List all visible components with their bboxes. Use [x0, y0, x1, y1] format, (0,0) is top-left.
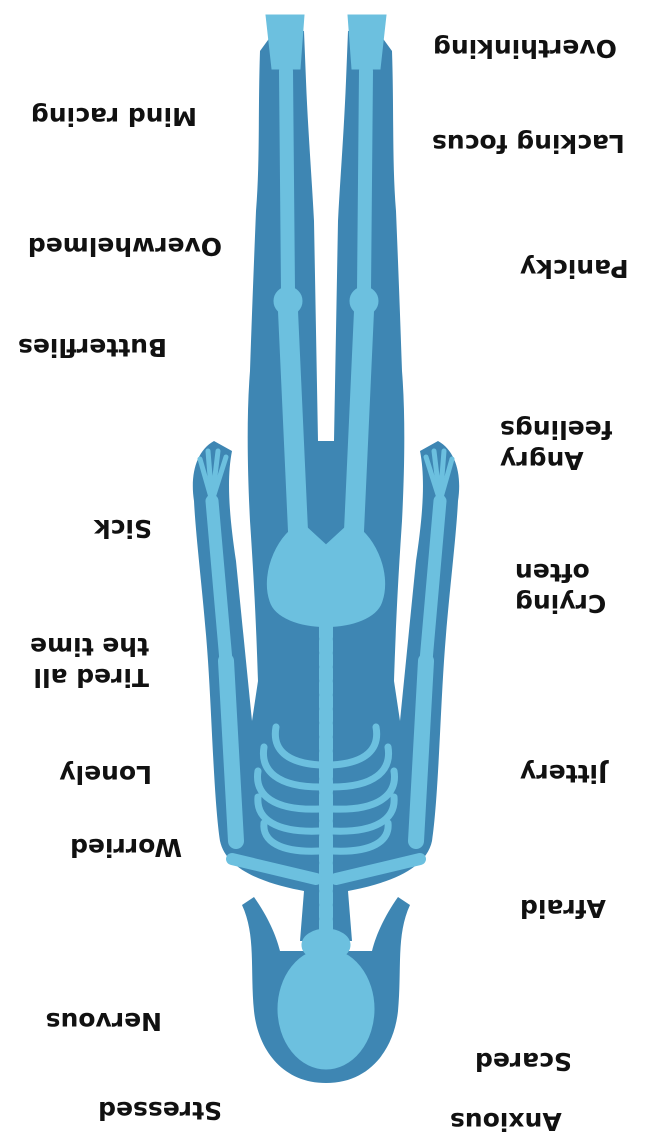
label-lonely: Lonely — [59, 760, 152, 789]
left-foot — [348, 15, 386, 69]
label-anxious: Anxious — [450, 1107, 562, 1136]
label-panicky: Panicky — [520, 254, 629, 283]
label-jittery: Jittery — [520, 759, 607, 788]
right-tibia — [286, 71, 288, 291]
label-mind-racing: Mind racing — [31, 102, 197, 131]
label-tired-line: Tired all the time — [30, 631, 149, 693]
label-overwhelmed: Overwhelmed — [28, 232, 222, 261]
label-angry-line: Angry feelings — [500, 414, 613, 476]
label-tired-all-the-time: Tired all the time — [30, 631, 149, 693]
skull — [278, 949, 374, 1069]
label-worried: Worried — [70, 833, 182, 862]
right-femur — [288, 311, 298, 531]
label-scared: Scared — [475, 1047, 572, 1076]
label-butterflies: Butterflies — [18, 333, 167, 362]
label-sick: Sick — [94, 514, 152, 543]
left-tibia — [364, 71, 366, 291]
label-angry-feelings: Angry feelings — [500, 414, 613, 476]
label-overthinking: Overthinking — [433, 34, 617, 63]
right-humerus — [226, 661, 236, 841]
right-foot — [266, 15, 304, 69]
label-stressed: Stressed — [98, 1096, 222, 1125]
left-humerus — [416, 661, 426, 841]
label-lacking-focus: Lacking focus — [432, 129, 625, 158]
label-nervous: Nervous — [46, 1007, 162, 1036]
label-crying-line: Crying often — [515, 557, 606, 619]
label-crying-often: Crying often — [515, 557, 606, 619]
label-afraid: Afraid — [520, 894, 606, 923]
left-femur — [354, 311, 364, 531]
